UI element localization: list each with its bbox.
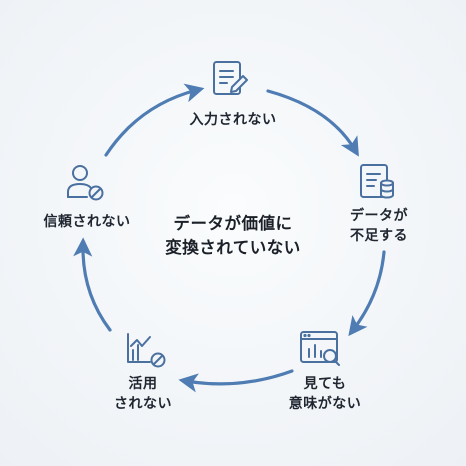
document-database-icon <box>360 164 394 199</box>
node-data-shortage-label-2: 不足する <box>350 228 408 244</box>
center-line-1: データが価値に <box>173 214 293 233</box>
chart-search-icon <box>300 331 340 366</box>
node-unused-label-2: されない <box>114 396 172 412</box>
node-data-shortage-label-1: データが <box>350 208 408 224</box>
node-untrusted: 信頼されない <box>22 212 152 232</box>
node-unused-label-1: 活用 <box>128 376 158 392</box>
user-blocked-icon <box>67 165 104 201</box>
chart-blocked-icon <box>127 333 166 368</box>
node-data-shortage: データが 不足する <box>329 206 429 246</box>
arrow-meaningless-to-unused <box>178 369 294 393</box>
node-meaningless-label-2: 意味がない <box>288 396 362 412</box>
center-line-2: 変換されていない <box>165 238 301 257</box>
arrow-unused-to-untrusted <box>73 237 112 332</box>
node-untrusted-label: 信頼されない <box>43 214 131 230</box>
arrow-untrusted-to-input <box>104 83 205 157</box>
node-input: 入力されない <box>168 110 298 130</box>
document-edit-icon <box>213 61 248 95</box>
node-unused: 活用 されない <box>93 374 193 414</box>
center-statement: データが価値に 変換されていない <box>133 212 333 260</box>
node-meaningless-label-1: 見ても <box>303 376 347 392</box>
node-meaningless: 見ても 意味がない <box>275 374 375 414</box>
arrow-input-to-shortage <box>266 89 359 157</box>
arrow-shortage-to-meaningless <box>348 250 386 337</box>
node-input-label: 入力されない <box>189 112 277 128</box>
